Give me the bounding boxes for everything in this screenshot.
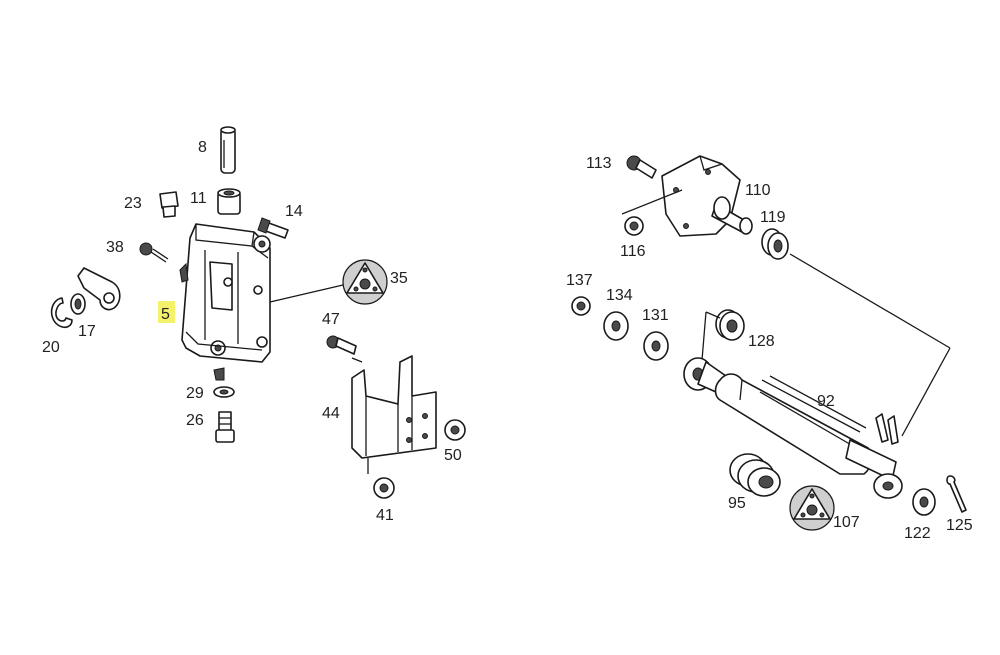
- label-110: 110: [745, 182, 771, 199]
- part-14-bolt: [257, 217, 289, 239]
- part-29-washer: [213, 367, 235, 398]
- label-17: 17: [78, 323, 96, 340]
- part-8-pin: [220, 126, 236, 174]
- label-20: 20: [42, 339, 60, 356]
- label-116: 116: [620, 243, 646, 260]
- part-95-bellows: [729, 453, 781, 497]
- label-128: 128: [748, 333, 775, 350]
- label-119: 119: [760, 209, 786, 226]
- label-44: 44: [322, 405, 340, 422]
- part-35-mount: [342, 259, 388, 305]
- label-11: 11: [190, 190, 207, 207]
- label-122: 122: [904, 525, 931, 542]
- part-38-screw: [139, 242, 169, 263]
- label-95: 95: [728, 495, 746, 512]
- part-134-washer: [603, 311, 629, 341]
- highlight-5: [158, 301, 175, 323]
- part-41-nut: [367, 458, 395, 499]
- part-lever: [77, 267, 121, 311]
- part-125-split-pin: [946, 475, 967, 513]
- part-26-bolt: [215, 411, 235, 443]
- label-41: 41: [376, 507, 394, 524]
- part-44-bracket: [351, 355, 437, 459]
- label-8: 8: [198, 139, 207, 156]
- part-122-washer: [912, 488, 936, 516]
- part-113-bolt: [626, 155, 657, 179]
- label-5: 5: [161, 306, 170, 323]
- part-20-circlip: [50, 297, 73, 328]
- part-47-screw: [326, 335, 357, 355]
- part-128-bush: [715, 309, 745, 341]
- label-50: 50: [444, 447, 462, 464]
- part-107-mount: [789, 485, 835, 531]
- part-137-nut: [571, 296, 591, 316]
- label-47: 47: [322, 311, 340, 328]
- part-17-washer: [70, 293, 86, 315]
- label-14: 14: [285, 203, 303, 220]
- label-131: 131: [642, 307, 669, 324]
- label-35: 35: [390, 270, 408, 287]
- part-23-plug: [159, 191, 179, 218]
- label-23: 23: [124, 195, 142, 212]
- part-11-bushing: [217, 188, 241, 215]
- part-50-nut: [444, 419, 466, 441]
- part-116-nut: [624, 216, 644, 236]
- label-125: 125: [946, 517, 973, 534]
- part-119-bush: [761, 228, 789, 260]
- label-26: 26: [186, 412, 204, 429]
- label-29: 29: [186, 385, 204, 402]
- label-38: 38: [106, 239, 124, 256]
- part-110-flange: [661, 155, 753, 237]
- part-5-housing: [179, 223, 271, 363]
- part-92-cylinder: [683, 357, 903, 499]
- label-113: 113: [586, 155, 612, 172]
- label-107: 107: [833, 514, 860, 531]
- part-131-washer: [643, 331, 669, 361]
- label-92: 92: [817, 393, 835, 410]
- label-137: 137: [566, 272, 593, 289]
- label-134: 134: [606, 287, 633, 304]
